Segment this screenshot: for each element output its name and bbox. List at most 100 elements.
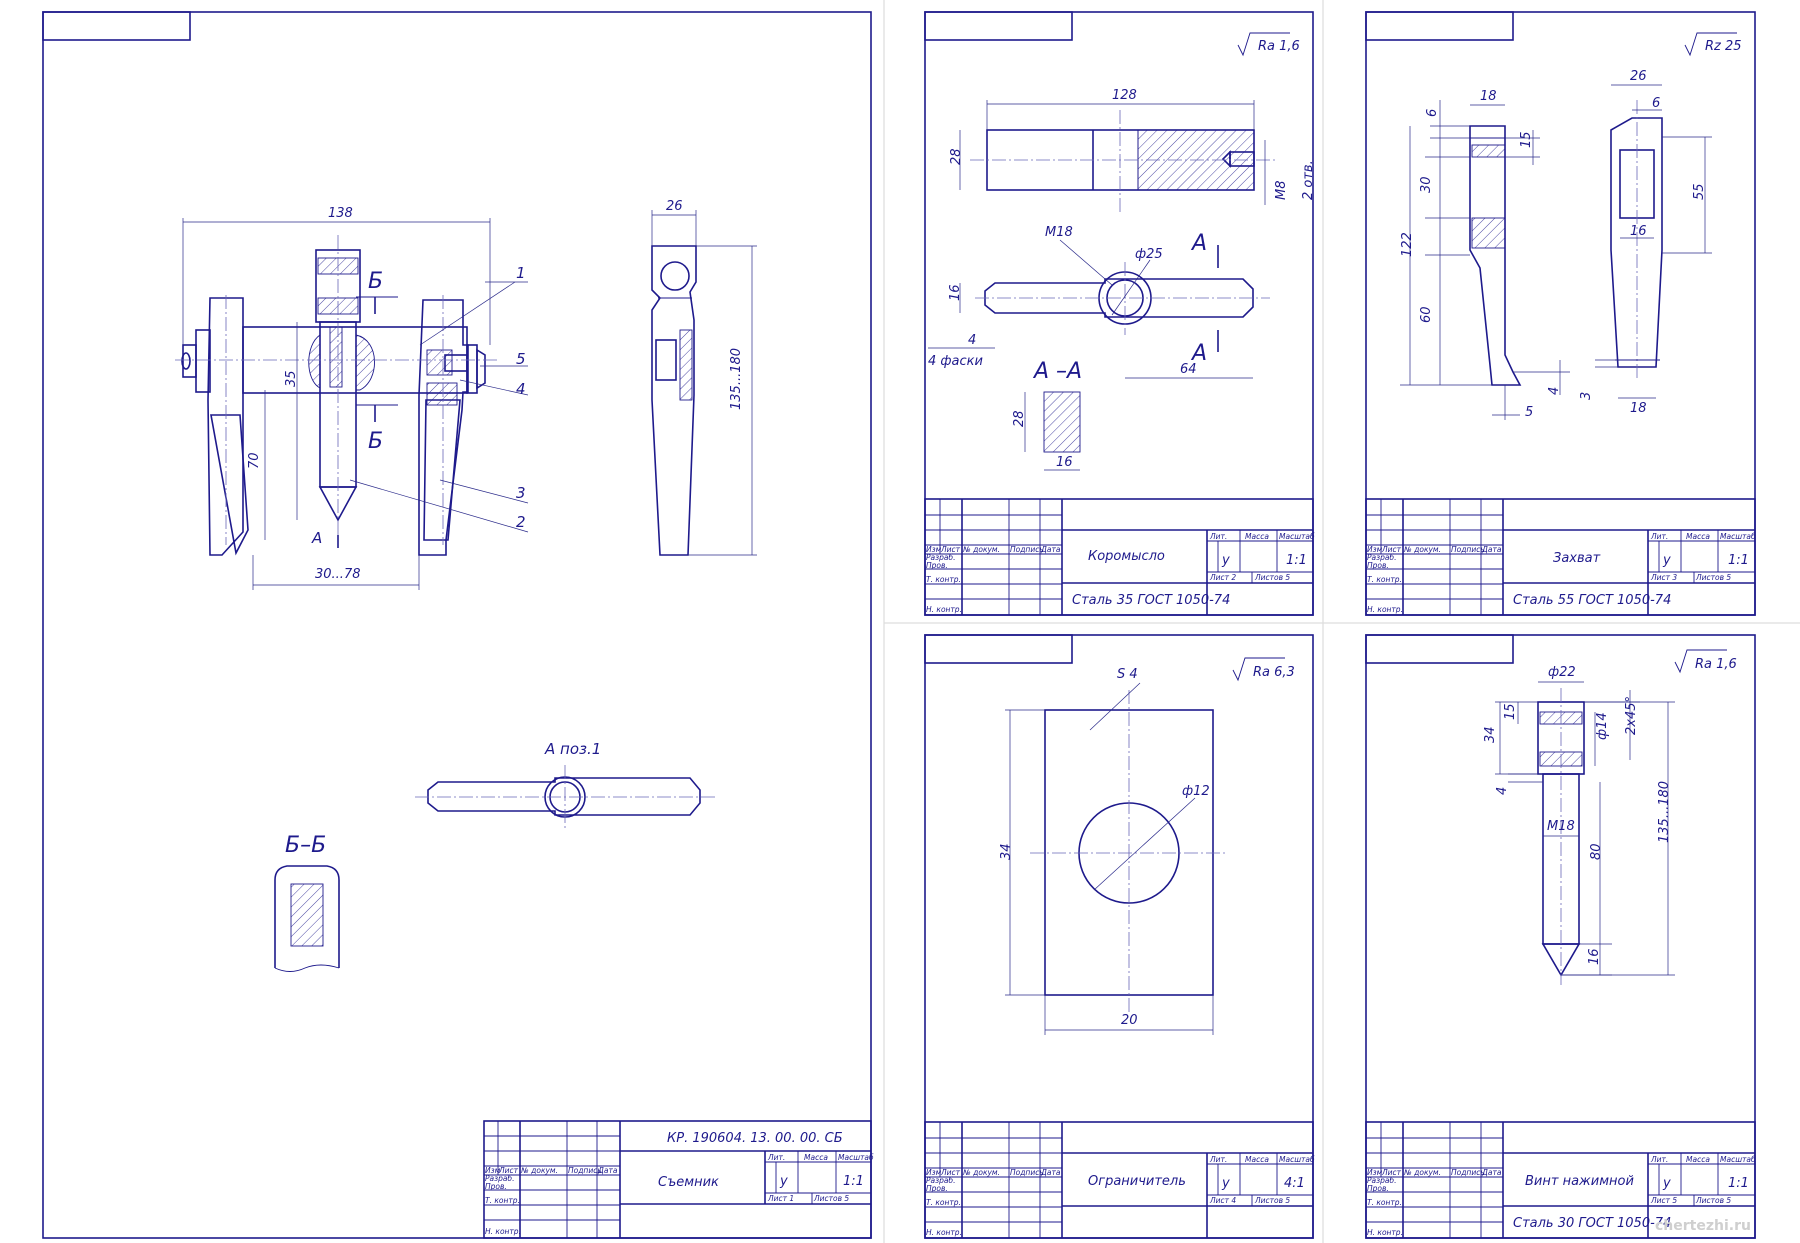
limiter-label-data: Дата <box>1040 1168 1061 1177</box>
grip-label-nkontr: Н. контр. <box>1367 605 1403 614</box>
position-2: 2 <box>516 513 526 531</box>
grip-dim-16: 16 <box>1630 224 1647 239</box>
drawing-number: КР. 190604. 13. 00. 00. СБ <box>667 1131 843 1146</box>
limiter-label-ndoc: № докум. <box>962 1168 1000 1177</box>
grip-scale: 1:1 <box>1728 553 1749 568</box>
grip-dim-122: 122 <box>1400 232 1415 257</box>
rocker-label-massa: Масса <box>1245 532 1269 541</box>
screw-dim-80: 80 <box>1589 843 1604 860</box>
label-data: Дата <box>597 1166 618 1175</box>
limiter-label-razrab: Разраб. <box>926 1176 955 1185</box>
view-a-rocker: А поз.1 <box>415 740 715 830</box>
dim-138: 138 <box>328 206 353 221</box>
screw-label-massa: Масса <box>1686 1155 1710 1164</box>
dim-d25: ф25 <box>1135 247 1163 262</box>
dim-28: 28 <box>949 148 964 165</box>
puller-side-view: 26 135...180 <box>651 199 757 556</box>
sheet-grip: Rz 25 18 6 15 30 122 60 4 5 <box>1365 11 1756 616</box>
assembly-scale: 1:1 <box>843 1174 864 1189</box>
limiter-scale: 4:1 <box>1284 1176 1305 1191</box>
grip-lit: у <box>1662 553 1671 568</box>
rocker-sheets: Листов 5 <box>1254 573 1290 582</box>
section-b-top: Б <box>368 269 383 294</box>
label-podp: Подпись <box>568 1166 602 1175</box>
grip-dim-55: 55 <box>1692 183 1707 200</box>
section-b-b: Б–Б <box>274 833 340 972</box>
assembly-name: Съемник <box>658 1175 719 1190</box>
grip-dim-6b: 6 <box>1652 96 1660 111</box>
screw-dim-15: 15 <box>1503 703 1518 720</box>
grip-material: Сталь 55 ГОСТ 1050-74 <box>1513 593 1671 608</box>
section-bb-label: Б–Б <box>285 833 326 858</box>
grip-dim-15: 15 <box>1519 131 1534 148</box>
label-ndoc: № докум. <box>520 1166 558 1175</box>
title-block-limiter: Изм Лист № докум. Подпись Дата Разраб. П… <box>924 1121 1315 1239</box>
grip-dim-26: 26 <box>1630 69 1647 84</box>
screw-sheet: Лист 5 <box>1650 1196 1677 1205</box>
grip-label-lit: Лит. <box>1650 532 1668 541</box>
limiter-label-lit: Лит. <box>1209 1155 1227 1164</box>
rocker-roughness: Ra 1,6 <box>1258 39 1300 54</box>
limiter-dim-d12: ф12 <box>1182 784 1210 799</box>
screw-material: Сталь 30 ГОСТ 1050-74 <box>1513 1216 1671 1231</box>
sheet-screw: Ra 1,6 ф22 34 15 ф14 2х45° 4 M18 80 16 <box>1365 634 1756 1239</box>
screw-roughness: Ra 1,6 <box>1695 657 1737 672</box>
rocker-label-lit: Лит. <box>1209 532 1227 541</box>
rocker-material: Сталь 35 ГОСТ 1050-74 <box>1072 593 1230 608</box>
dim-m18: M18 <box>1045 225 1073 240</box>
sheet-limiter: Ra 6,3 S 4 ф12 34 20 <box>924 634 1315 1239</box>
grip-dim-6: 6 <box>1425 109 1440 117</box>
rocker-label-izm: Изм <box>926 545 942 554</box>
grip-label-massa: Масса <box>1686 532 1710 541</box>
view-a-label: А поз.1 <box>544 740 601 758</box>
sheet-rocker: Ra 1,6 128 28 М8 2 отв. M18 ф25 16 4 4 ф… <box>924 11 1316 616</box>
grip-label-list: Лист <box>1381 545 1402 554</box>
limiter-label-nkontr: Н. контр. <box>926 1228 962 1237</box>
grip-label-data: Дата <box>1481 545 1502 554</box>
grip-dim-30: 30 <box>1419 176 1434 193</box>
view-a-mark: А <box>311 529 322 547</box>
rocker-label-nkontr: Н. контр. <box>926 605 962 614</box>
limiter-label-list: Лист <box>940 1168 961 1177</box>
section-b-bottom: Б <box>368 429 383 454</box>
rocker-label-data: Дата <box>1040 545 1061 554</box>
label-tkontr: Т. контр. <box>485 1196 520 1205</box>
title-block-assembly: Изм Лист № докум. Подпись Дата Разраб. П… <box>483 1120 874 1239</box>
puller-assembly-view: Б Б А 138 35 70 30...78 <box>175 206 529 590</box>
limiter-label-prov: Пров. <box>926 1184 948 1193</box>
grip-dim-5: 5 <box>1525 405 1533 420</box>
grip-label-ndoc: № докум. <box>1403 545 1441 554</box>
limiter-sheet: Лист 4 <box>1209 1196 1236 1205</box>
grip-dim-3: 3 <box>1579 392 1594 400</box>
dim-2-holes: 2 отв. <box>1301 160 1316 200</box>
screw-dim-34: 34 <box>1483 726 1498 743</box>
limiter-lit: у <box>1221 1176 1230 1191</box>
title-block-screw: Изм Лист № докум. Подпись Дата Разраб. П… <box>1365 1121 1756 1239</box>
dim-m8: М8 <box>1274 181 1289 201</box>
label-massa: Масса <box>804 1153 828 1162</box>
screw-label-ndoc: № докум. <box>1403 1168 1441 1177</box>
rocker-sheet: Лист 2 <box>1209 573 1236 582</box>
screw-label-izm: Изм <box>1367 1168 1383 1177</box>
title-block-rocker: Изм Лист № докум. Подпись Дата Разраб. П… <box>924 498 1315 616</box>
grip-dim-18b: 18 <box>1630 401 1647 416</box>
grip-label-razrab: Разраб. <box>1367 553 1396 562</box>
screw-dim-4: 4 <box>1495 787 1510 795</box>
screw-dim-135-180: 135...180 <box>1657 781 1672 843</box>
rocker-label-razrab: Разраб. <box>926 553 955 562</box>
limiter-label-masshtab: Масштаб <box>1279 1155 1315 1164</box>
screw-lit: у <box>1662 1176 1671 1191</box>
grip-name: Захват <box>1553 551 1601 566</box>
limiter-dim-20: 20 <box>1121 1013 1138 1028</box>
position-1: 1 <box>516 264 526 282</box>
limiter-label-massa: Масса <box>1245 1155 1269 1164</box>
rocker-scale: 1:1 <box>1286 553 1307 568</box>
screw-label-masshtab: Масштаб <box>1720 1155 1756 1164</box>
screw-dim-m18: M18 <box>1547 819 1575 834</box>
limiter-sheets: Листов 5 <box>1254 1196 1290 1205</box>
dim-16-rocker: 16 <box>948 284 963 301</box>
rocker-label-list: Лист <box>940 545 961 554</box>
rocker-label-ndoc: № докум. <box>962 545 1000 554</box>
